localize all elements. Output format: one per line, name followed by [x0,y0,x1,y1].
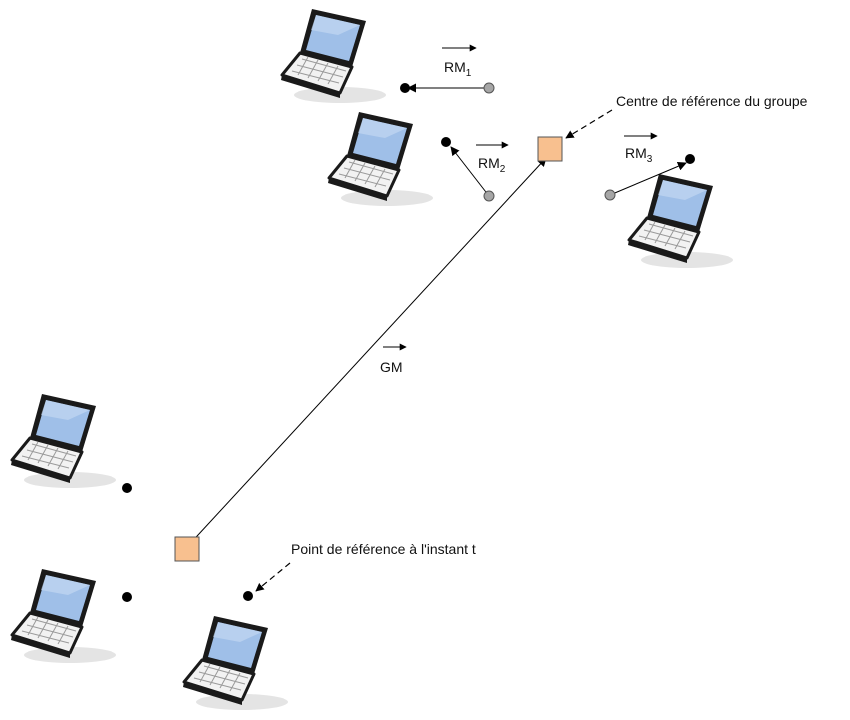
gm-vector-label: GM [380,343,407,375]
rm2-node-dot [441,137,451,147]
gm-label-text: GM [380,359,403,375]
group-center-pointer [565,109,613,139]
svg-text:RM3: RM3 [625,145,653,165]
rm2-vector-line [450,146,490,197]
laptop-icon [326,110,435,208]
laptop-icon [9,392,118,490]
rm1-label-text: RM [444,59,466,75]
laptop-icon [9,567,118,665]
node-dot [122,592,132,602]
group-center-label: Centre de référence du groupe [616,93,808,109]
node-dot [122,483,132,493]
rm2-label-sub: 2 [500,164,506,175]
laptop-icon [181,614,290,712]
group-center-square [537,136,563,162]
rm3-label-sub: 3 [647,154,653,165]
reference-point-label: Point de référence à l'instant t [291,541,476,557]
svg-text:RM1: RM1 [444,59,472,79]
rm3-origin-dot [604,189,616,201]
rm2-vector-label: RM2 [476,141,509,175]
rm3-label-text: RM [625,145,647,161]
laptop-icon [626,172,735,270]
rm3-node-dot [685,154,695,164]
gm-vector-line [185,157,547,549]
reference-point-pointer [255,562,291,592]
rm3-vector-label: RM3 [624,132,658,165]
rm2-label-text: RM [478,155,500,171]
svg-text:RM2: RM2 [478,155,506,175]
rm1-label-sub: 1 [466,68,472,79]
rm1-vector-label: RM1 [442,44,477,79]
rm1-origin-dot [483,82,495,94]
rm3-vector-line [609,161,687,196]
rm2-origin-dot [483,190,495,202]
laptop-icon [279,7,388,105]
rm1-node-dot [400,83,410,93]
reference-point-dot [243,591,253,601]
reference-point-square [174,536,200,562]
